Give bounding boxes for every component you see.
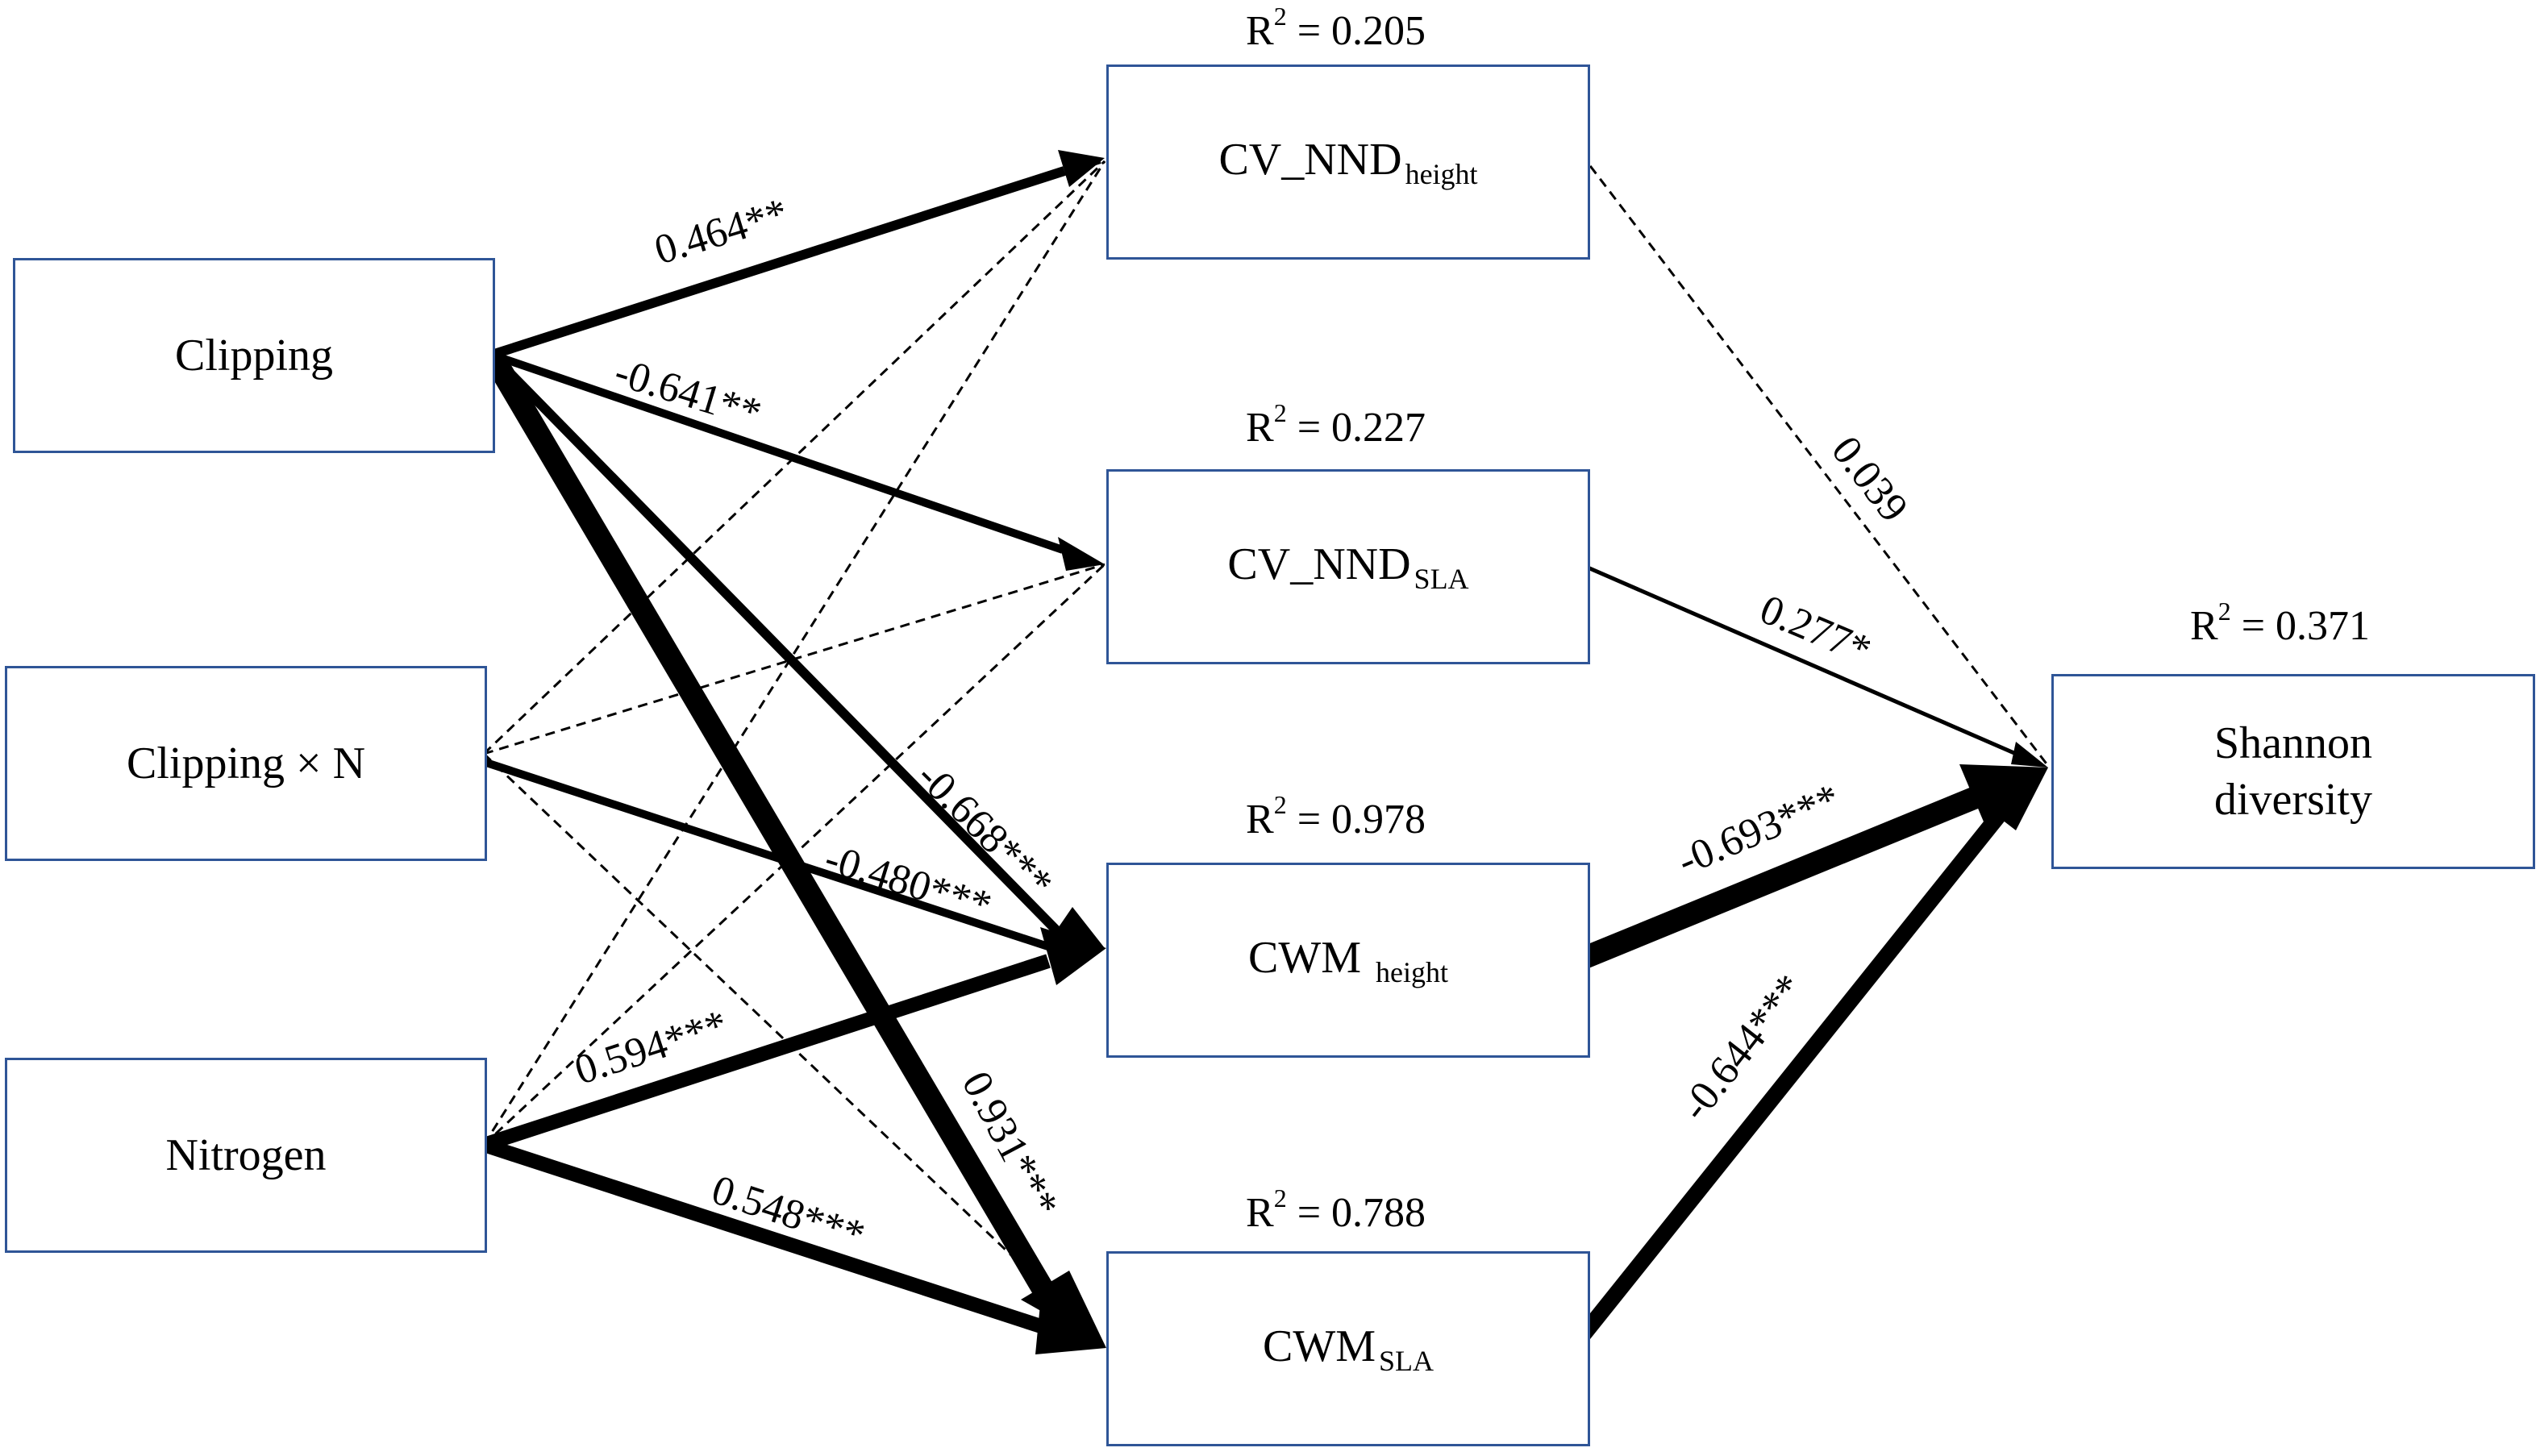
clipping-n-label: Clipping × N bbox=[126, 738, 366, 788]
r2-cv-nnd-height: R2 = 0.205 bbox=[1246, 2, 1426, 54]
arrowheads bbox=[1021, 150, 2048, 1354]
path-cwmsla-shannon bbox=[1574, 809, 2006, 1344]
r2-cwm-height: R2 = 0.978 bbox=[1246, 790, 1426, 842]
box-clipping: Clipping bbox=[13, 258, 495, 453]
nitrogen-label: Nitrogen bbox=[165, 1130, 327, 1180]
arrowhead-shannon-cwmsla bbox=[1974, 768, 2048, 830]
path-cwmh-shannon bbox=[1576, 784, 1988, 970]
arrowhead-cvsla bbox=[1058, 537, 1105, 571]
arrowhead-cwmh bbox=[1040, 927, 1106, 985]
path-clipping-to-shannon bbox=[1579, 152, 2050, 767]
box-clipping-n: Clipping × N bbox=[5, 666, 487, 861]
path-clipping-n-to-cv-nnd-height bbox=[482, 160, 1106, 755]
path-clipping-cwmsla bbox=[481, 348, 1059, 1304]
solid-paths bbox=[481, 166, 2041, 1344]
box-nitrogen: Nitrogen bbox=[5, 1058, 487, 1253]
path-clipping-cvsla bbox=[490, 351, 1064, 554]
r2-shannon: R2 = 0.371 bbox=[2190, 597, 2371, 649]
arrowhead-shannon-dashed bbox=[2011, 742, 2048, 768]
path-clipping-n-to-cwm-sla bbox=[482, 752, 1058, 1300]
box-cwm-height: CWM height bbox=[1106, 863, 1590, 1058]
path-nitrogen-to-cv-nnd-height bbox=[482, 160, 1106, 1146]
path-clipping-cwmh bbox=[488, 351, 1067, 941]
clipping-label: Clipping bbox=[174, 331, 334, 381]
path-cxn-cwmh bbox=[482, 758, 1064, 955]
arrowhead-cvh bbox=[1058, 150, 1105, 187]
cwm-height-label: CWM height bbox=[1248, 932, 1448, 989]
path-nitrogen-cwmsla bbox=[481, 1138, 1051, 1336]
path-cvsla-shannon bbox=[1580, 562, 2041, 767]
path-clipping-cvh bbox=[490, 166, 1066, 360]
r2-cwm-sla: R2 = 0.788 bbox=[1246, 1184, 1426, 1236]
r2-cv-nnd-sla: R2 = 0.227 bbox=[1246, 398, 1426, 451]
path-nitrogen-cwmh bbox=[481, 954, 1051, 1152]
arrowhead-cwmsla-clip bbox=[1021, 1271, 1106, 1348]
